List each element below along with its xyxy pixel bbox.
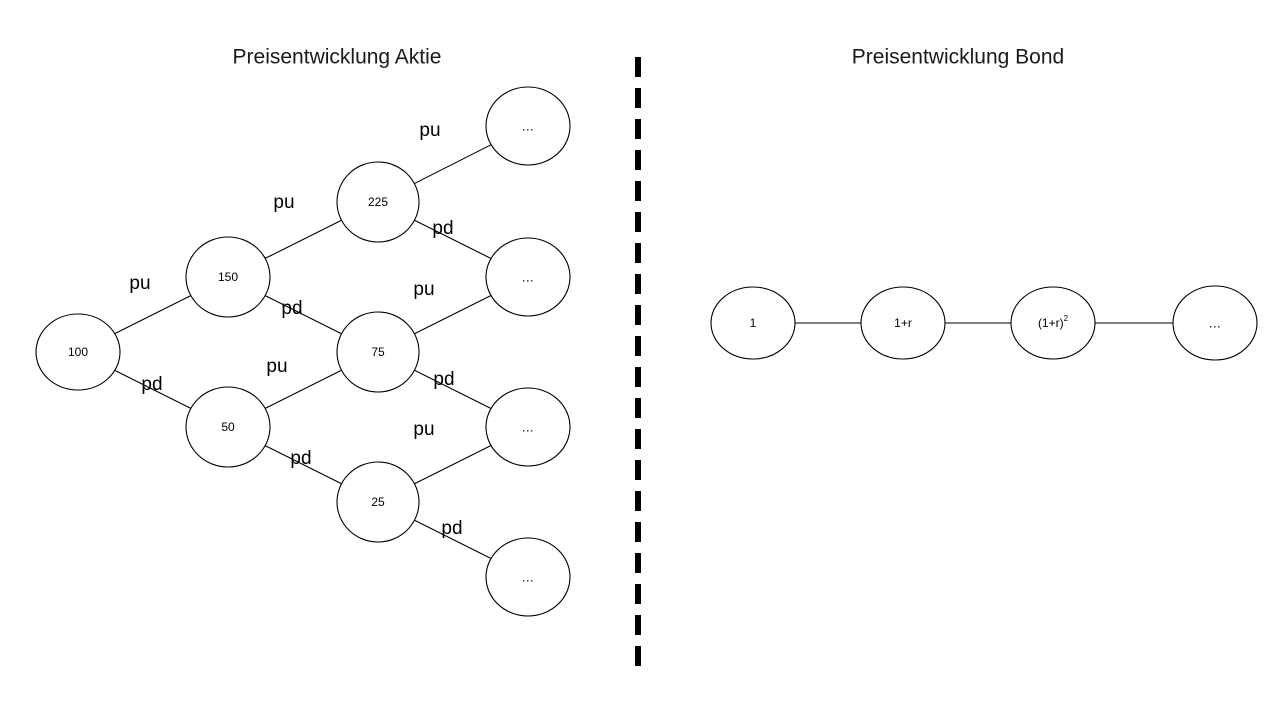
node-label: ... [522, 270, 534, 285]
node-label: 150 [218, 270, 238, 284]
edge-label-pu: pu [273, 192, 294, 213]
node-label: 25 [371, 495, 385, 509]
edge-label-pd: pd [433, 369, 454, 390]
node-circle [185, 386, 271, 468]
node-label: 1 [750, 316, 757, 330]
tree-node[interactable]: 75 [336, 311, 420, 393]
node-circle [336, 161, 420, 243]
node-circle [485, 86, 571, 166]
node-label: 225 [368, 195, 388, 209]
node-circle [485, 237, 571, 317]
node-circle [1172, 285, 1258, 361]
tree-edge [414, 519, 492, 560]
bond-panel-title: Preisentwicklung Bond [852, 46, 1064, 69]
tree-node[interactable]: 150 [185, 236, 271, 318]
bond-node[interactable]: 1 [710, 286, 796, 360]
tree-node[interactable]: ... [485, 387, 571, 467]
edge-label-pu: pu [413, 279, 434, 300]
edge-label-pu: pu [266, 356, 287, 377]
node-circle [185, 236, 271, 318]
node-circle [860, 286, 946, 360]
stock-panel-title: Preisentwicklung Aktie [233, 46, 442, 69]
edge-label-pu: pu [413, 419, 434, 440]
tree-node[interactable]: 225 [336, 161, 420, 243]
tree-edge [414, 144, 492, 185]
edge-label-pd: pd [141, 374, 162, 395]
stock-tree-edge-labels: pu pd pu pd pu pd pu pd pu pd pu pd [129, 120, 462, 539]
node-label: ... [1209, 316, 1221, 331]
tree-edge [114, 369, 192, 409]
edge-label-pd: pd [281, 298, 302, 319]
edge-label-pu: pu [419, 120, 440, 141]
edge-label-pd: pd [432, 218, 453, 239]
tree-edge [414, 219, 492, 260]
tree-edge [264, 445, 342, 485]
node-circle [336, 461, 420, 543]
node-label: 100 [68, 345, 88, 359]
node-label: 50 [221, 420, 235, 434]
exponent: 2 [1064, 314, 1069, 323]
node-label: 1+r [894, 316, 912, 330]
node-label: ... [522, 420, 534, 435]
bond-chain-nodes: 1 1+r (1+r)2... [710, 285, 1258, 361]
bond-node[interactable]: ... [1172, 285, 1258, 361]
node-circle [35, 313, 121, 391]
tree-node[interactable]: 100 [35, 313, 121, 391]
edge-label-pd: pd [441, 518, 462, 539]
stock-tree-edges [114, 144, 492, 560]
node-label: 75 [371, 345, 385, 359]
tree-node[interactable]: ... [485, 86, 571, 166]
tree-edge [264, 219, 342, 259]
tree-node[interactable]: 25 [336, 461, 420, 543]
tree-edge [414, 369, 492, 410]
edge-label-pu: pu [129, 273, 150, 294]
bond-node[interactable]: (1+r)2 [1010, 286, 1096, 360]
node-circle [710, 286, 796, 360]
tree-node[interactable]: 50 [185, 386, 271, 468]
node-label: ... [522, 570, 534, 585]
tree-edge [114, 295, 192, 335]
tree-edge [414, 294, 492, 335]
stock-tree-nodes: 100 150 50 225 75 25............ [35, 86, 571, 617]
tree-node[interactable]: ... [485, 537, 571, 617]
bond-node[interactable]: 1+r [860, 286, 946, 360]
edge-label-pd: pd [290, 448, 311, 469]
node-label: (1+r)2 [1038, 314, 1069, 331]
tree-edge [414, 444, 492, 485]
node-circle [1010, 286, 1096, 360]
node-circle [485, 537, 571, 617]
node-circle [336, 311, 420, 393]
tree-edge [264, 295, 342, 335]
tree-edge [264, 369, 342, 409]
node-label: ... [522, 119, 534, 134]
tree-node[interactable]: ... [485, 237, 571, 317]
node-circle [485, 387, 571, 467]
